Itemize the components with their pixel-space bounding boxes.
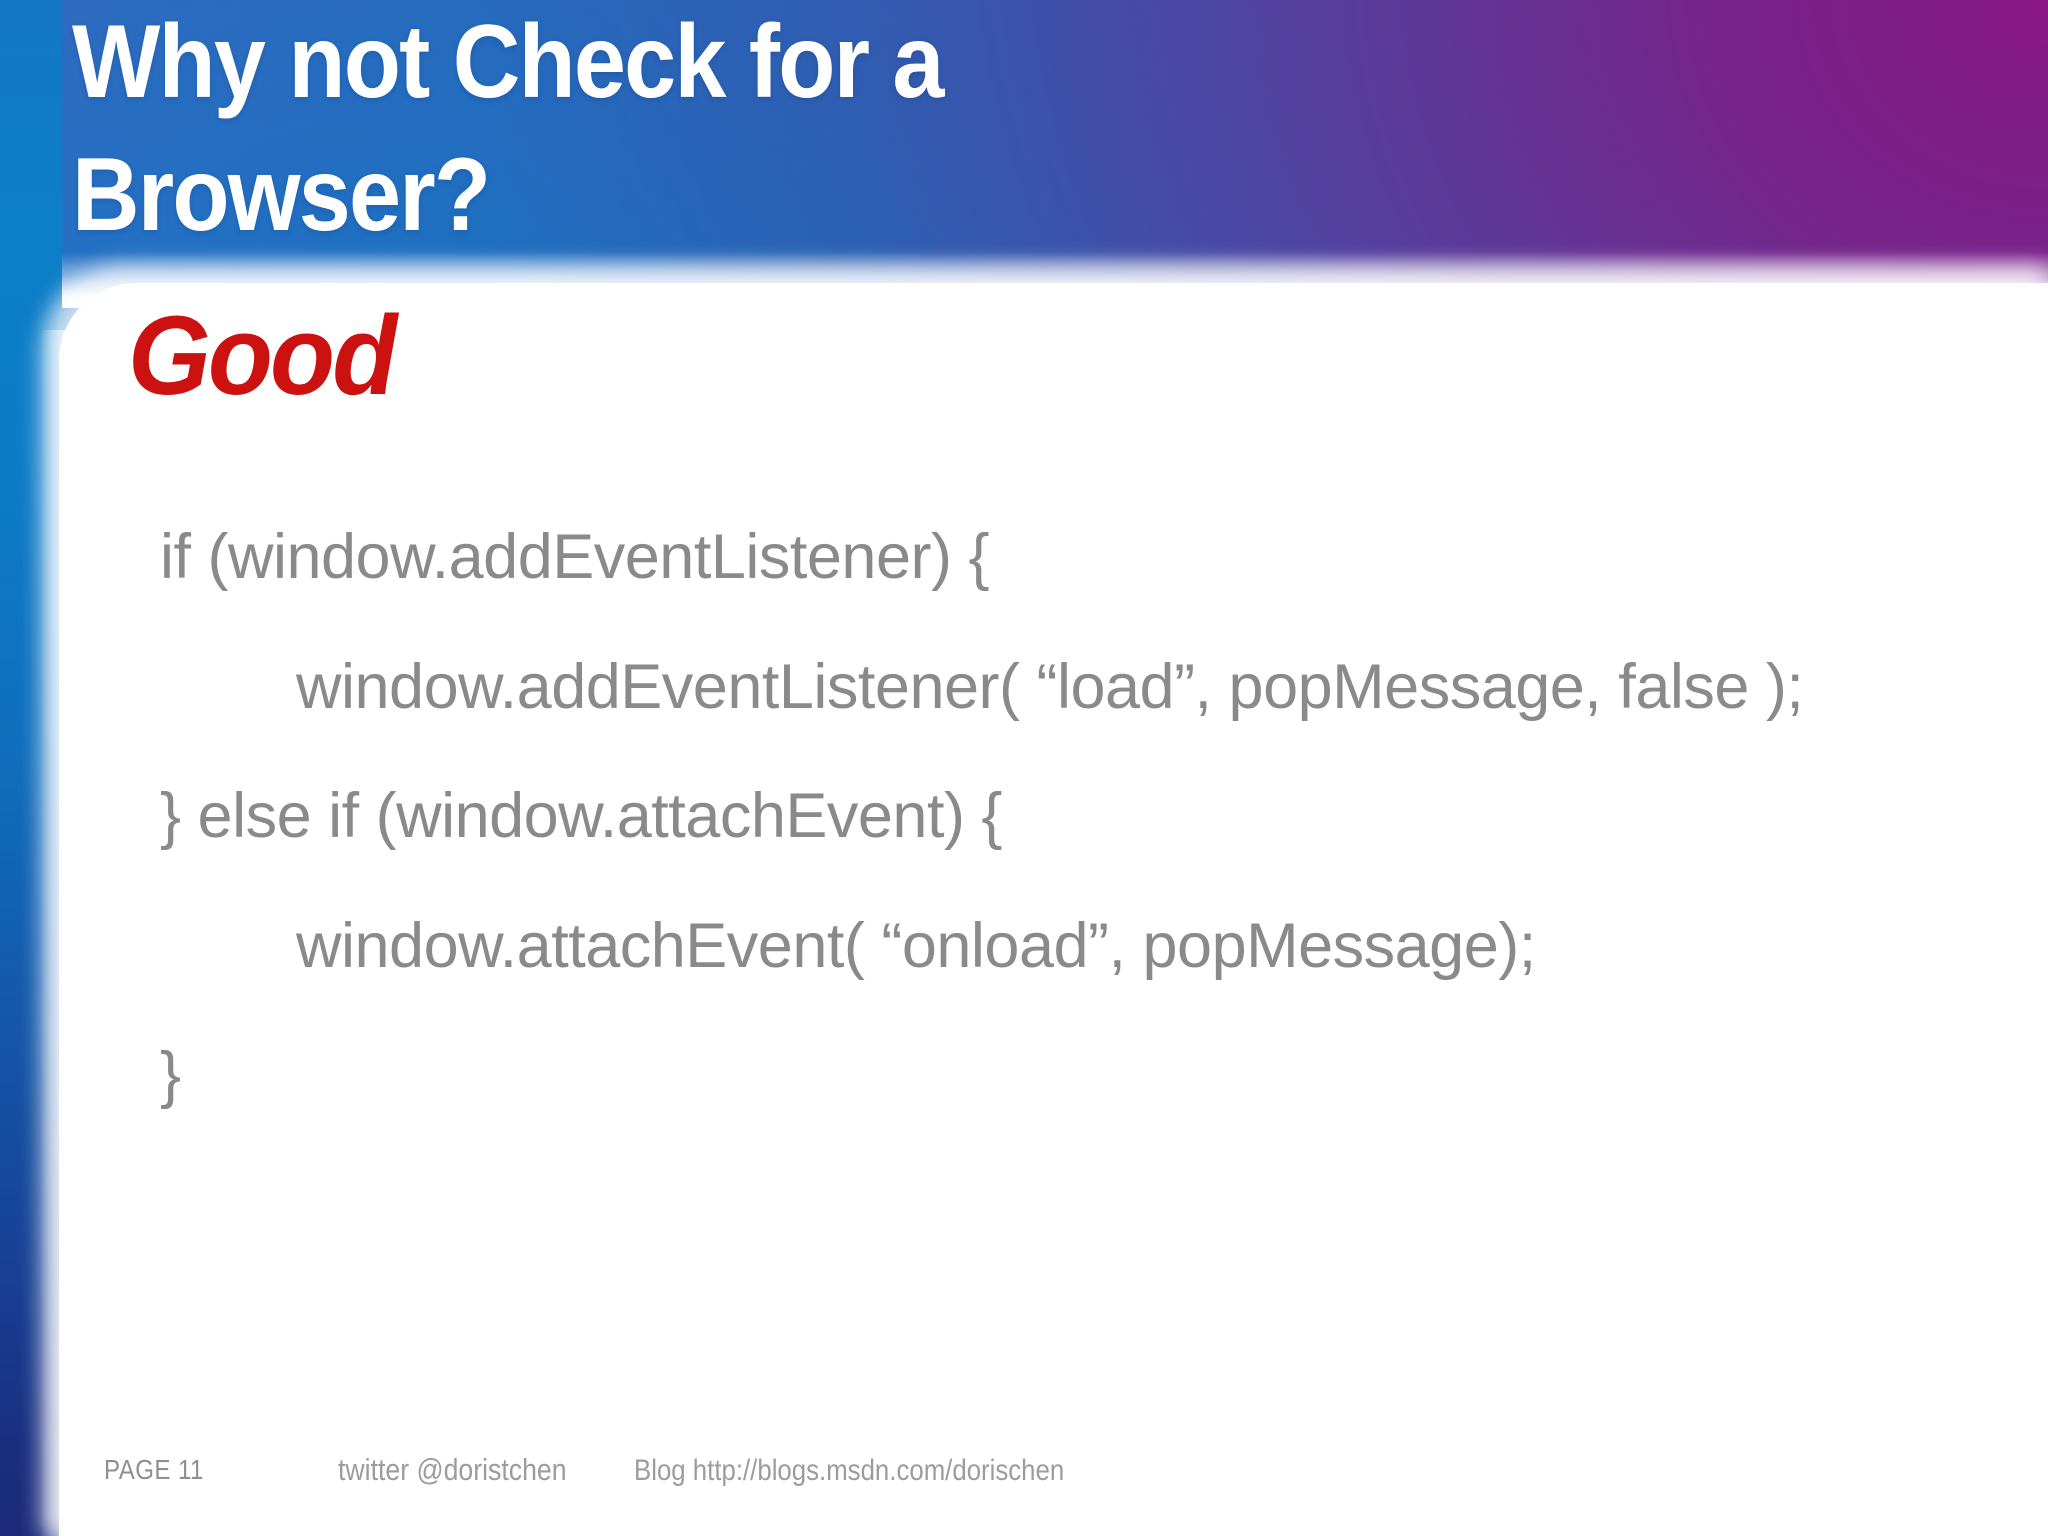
slide-footer: PAGE 11 twitter @doristchen Blog http://… bbox=[0, 1452, 2048, 1512]
code-line: } bbox=[160, 1040, 181, 1111]
page-number: PAGE 11 bbox=[104, 1454, 204, 1485]
page-title: Why not Check for a Browser? bbox=[72, 4, 944, 254]
content-card bbox=[62, 286, 2048, 1536]
code-line: window.attachEvent( “onload”, popMessage… bbox=[160, 910, 1536, 981]
good-label: Good bbox=[128, 293, 397, 418]
code-line: window.addEventListener( “load”, popMess… bbox=[160, 651, 1804, 722]
blog-url: Blog http://blogs.msdn.com/dorischen bbox=[634, 1454, 1065, 1487]
code-line: } else if (window.attachEvent) { bbox=[160, 781, 1002, 852]
code-line: if (window.addEventListener) { bbox=[160, 522, 989, 592]
twitter-handle: twitter @doristchen bbox=[338, 1452, 567, 1487]
slide-header: Why not Check for a Browser? bbox=[0, 0, 2048, 290]
code-block: if (window.addEventListener) { window.ad… bbox=[160, 520, 1970, 1114]
